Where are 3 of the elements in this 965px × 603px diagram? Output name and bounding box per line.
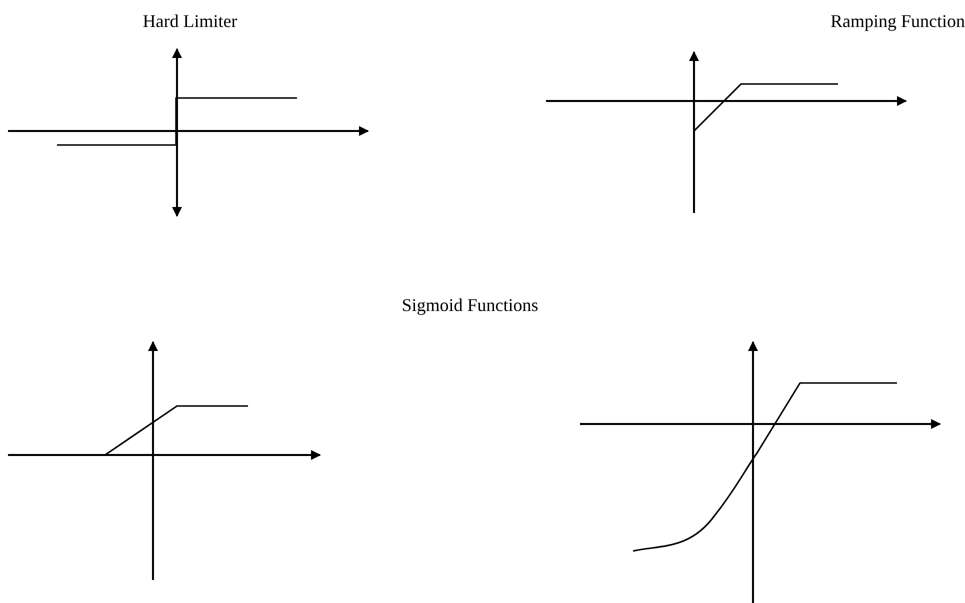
plot-title: Hard Limiter (142, 10, 238, 32)
plot-title: Sigmoid Functions (402, 294, 538, 316)
plot-title: Ramping Function (830, 10, 965, 32)
